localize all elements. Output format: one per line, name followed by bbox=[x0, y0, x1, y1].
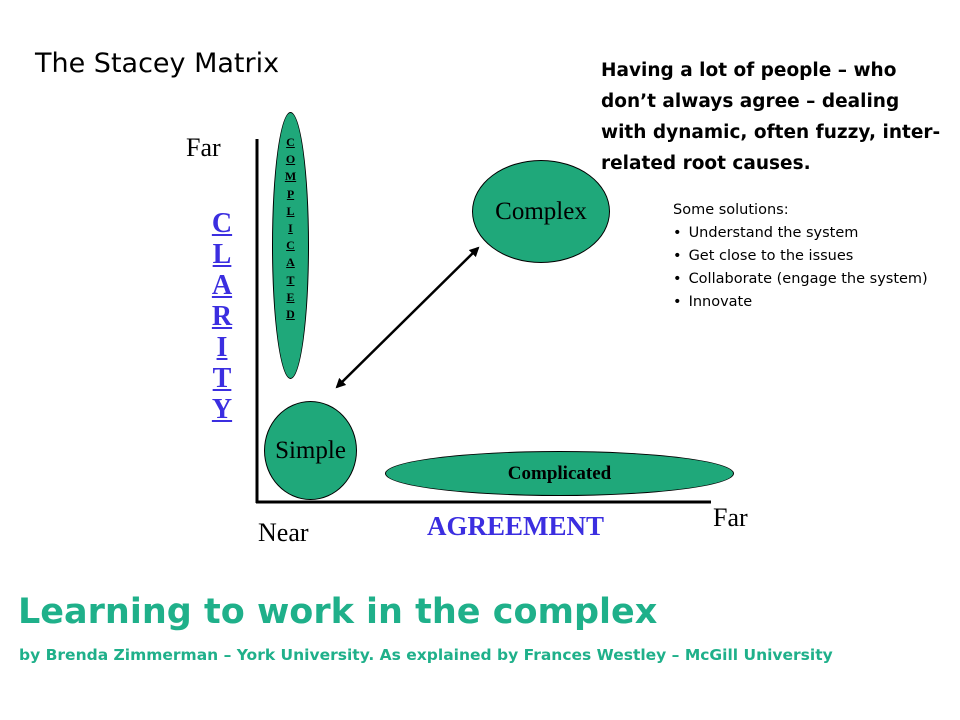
complicated-vertical-label: C O M P L I C A T E D bbox=[272, 134, 309, 323]
complicated-letter: D bbox=[286, 307, 295, 322]
y-axis-title: C L A R I T Y bbox=[205, 208, 239, 425]
byline: by Brenda Zimmerman – York University. A… bbox=[19, 646, 833, 664]
simple-label: Simple bbox=[275, 436, 346, 464]
y-axis-title-letter: T bbox=[212, 363, 232, 394]
complicated-vertical-ellipse bbox=[272, 112, 309, 379]
complicated-letter: T bbox=[286, 272, 295, 287]
y-axis-title-letter: L bbox=[212, 239, 232, 270]
double-arrow bbox=[335, 246, 480, 389]
complicated-letter: C bbox=[286, 238, 295, 253]
top-note: Having a lot of people – who don’t alway… bbox=[601, 60, 941, 174]
x-axis-near-label: Near bbox=[258, 518, 309, 547]
solutions-box: Some solutions: Understand the system Ge… bbox=[673, 199, 928, 314]
y-axis-title-letter: R bbox=[211, 301, 233, 332]
complicated-letter: M bbox=[284, 169, 297, 184]
y-axis-title-letter: Y bbox=[211, 394, 233, 425]
complicated-letter: C bbox=[286, 135, 295, 149]
complicated-letter: E bbox=[286, 289, 295, 304]
y-axis-title-letter: A bbox=[211, 270, 233, 301]
solution-item: Innovate bbox=[673, 291, 928, 314]
simple-ellipse: Simple bbox=[264, 401, 357, 500]
complicated-letter: O bbox=[285, 152, 296, 167]
x-axis-far-label: Far bbox=[713, 503, 748, 532]
y-axis-title-letter: I bbox=[216, 332, 228, 363]
complicated-letter: A bbox=[286, 255, 295, 270]
solutions-list: Understand the system Get close to the i… bbox=[673, 222, 928, 314]
page-title: The Stacey Matrix bbox=[35, 48, 280, 79]
solutions-heading: Some solutions: bbox=[673, 202, 789, 218]
complicated-horizontal-ellipse: Complicated bbox=[385, 451, 734, 496]
x-axis-title: AGREEMENT bbox=[427, 511, 605, 541]
y-axis-title-letter: C bbox=[211, 208, 233, 239]
solution-item: Collaborate (engage the system) bbox=[673, 268, 928, 291]
main-title: Learning to work in the complex bbox=[18, 592, 658, 632]
y-axis-far-label: Far bbox=[186, 133, 221, 162]
complicated-letter: P bbox=[286, 186, 295, 201]
complicated-horizontal-label: Complicated bbox=[507, 462, 612, 484]
complicated-letter: I bbox=[288, 221, 293, 236]
complicated-letter: L bbox=[286, 203, 295, 218]
solution-item: Get close to the issues bbox=[673, 245, 928, 268]
complex-label: Complex bbox=[495, 197, 587, 225]
solution-item: Understand the system bbox=[673, 222, 928, 245]
complex-ellipse: Complex bbox=[472, 160, 610, 263]
